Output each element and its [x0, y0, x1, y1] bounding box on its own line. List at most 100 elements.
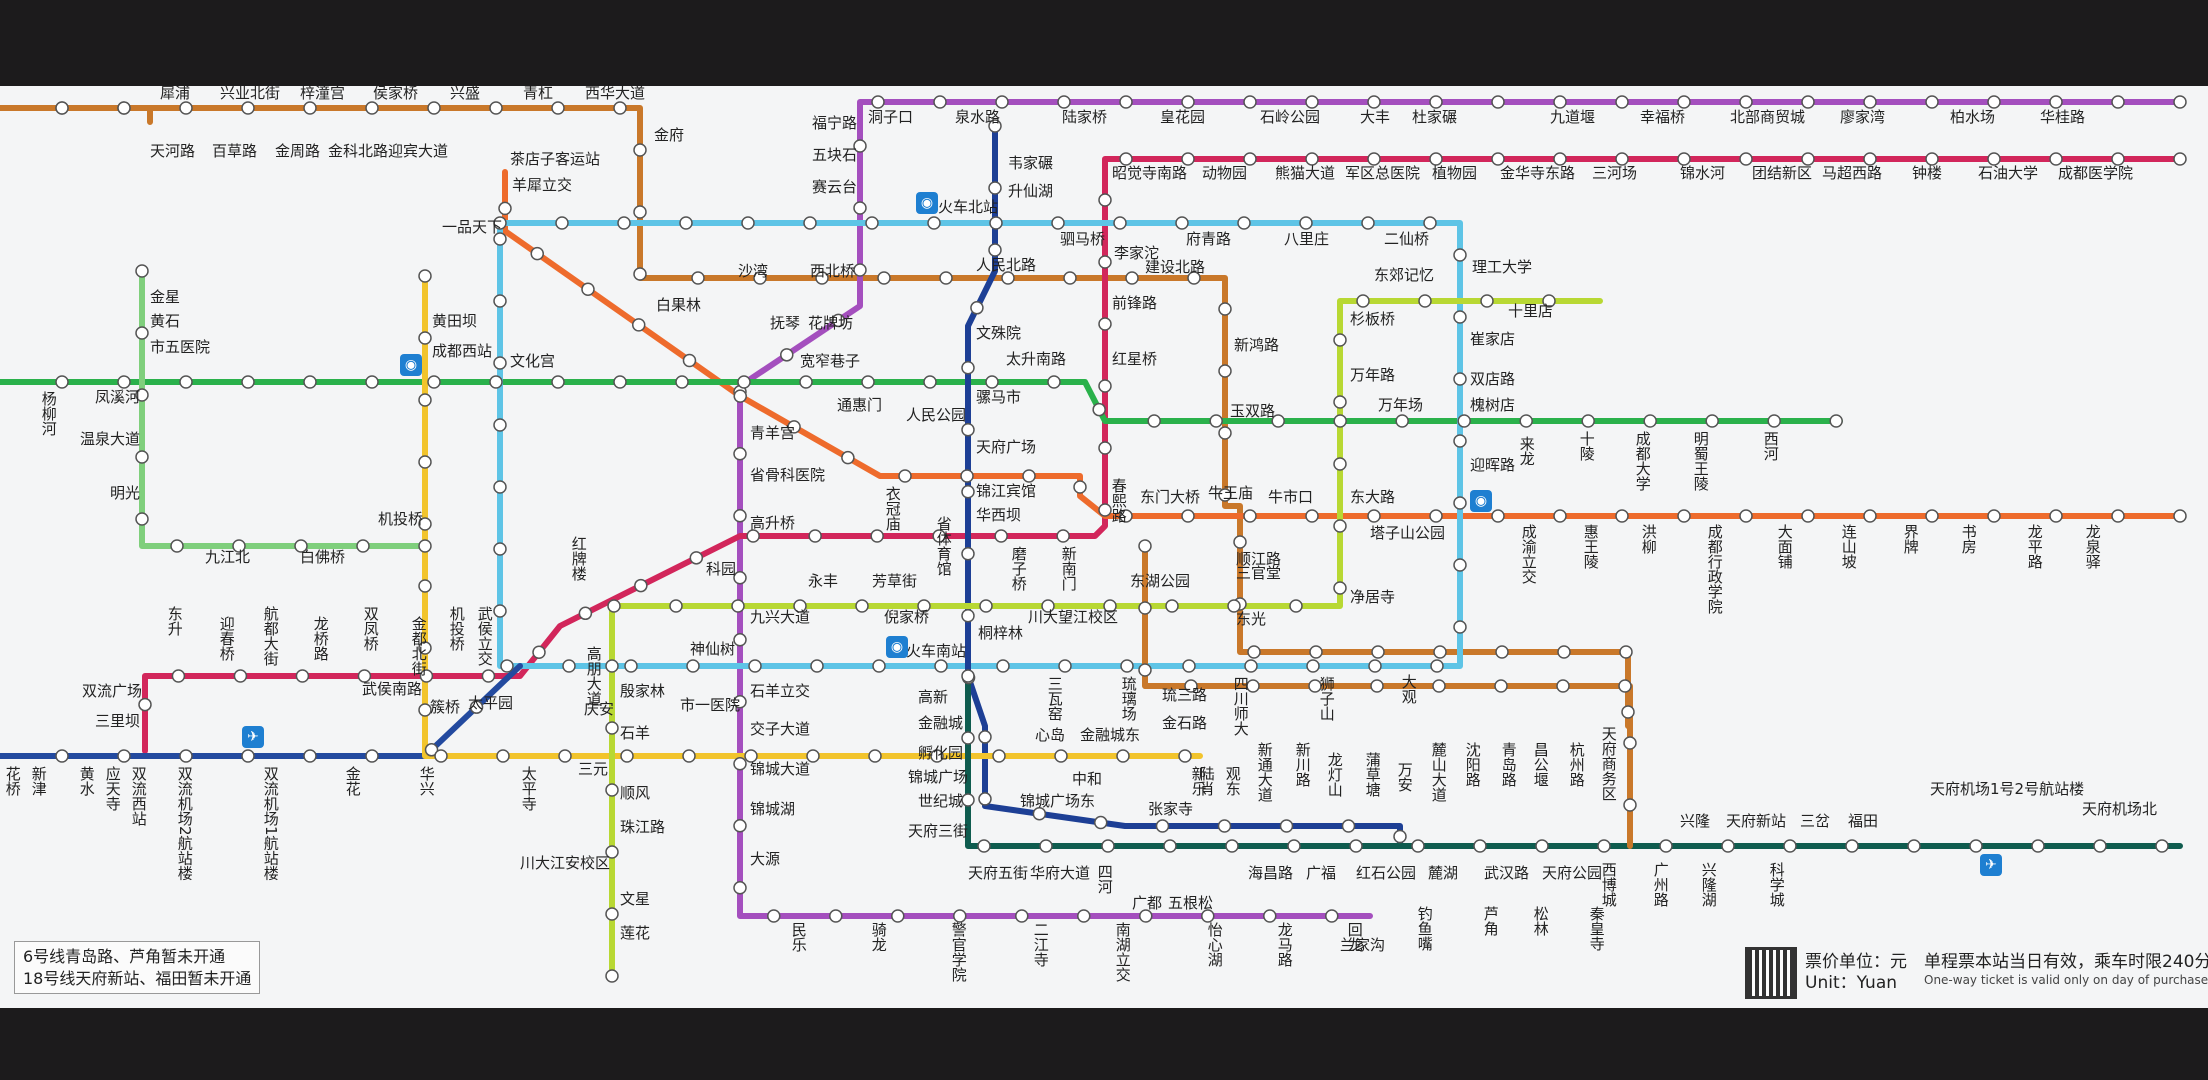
station-node — [1495, 645, 1509, 659]
station-node — [1041, 599, 1055, 613]
station-label: 韦家碾 — [1008, 154, 1054, 172]
station-node — [787, 420, 801, 434]
station-node — [961, 669, 975, 683]
fare-unit: 票价单位：元 Unit：Yuan — [1805, 952, 1907, 995]
station-node — [1801, 509, 1815, 523]
station-node — [138, 697, 152, 712]
station-node — [733, 447, 747, 461]
station-node — [731, 599, 745, 613]
station-label: 金府 — [654, 126, 685, 144]
station-node — [996, 659, 1010, 673]
station-label: 应天寺 — [103, 766, 122, 811]
station-node — [1063, 271, 1077, 285]
station-node — [1305, 509, 1319, 523]
station-label: 幸福桥 — [1640, 108, 1686, 126]
station-node — [1247, 645, 1261, 659]
station-label: 兴盛 — [450, 86, 481, 102]
station-node — [1305, 152, 1319, 166]
station-node — [1453, 310, 1467, 324]
station-node — [1619, 645, 1633, 659]
station-node — [1218, 364, 1232, 378]
station-node — [1453, 248, 1467, 262]
station-node — [1621, 705, 1635, 719]
station-node — [1395, 414, 1409, 428]
station-node — [365, 749, 379, 763]
station-node — [607, 599, 621, 613]
station-node — [303, 101, 317, 115]
station-node — [551, 375, 565, 389]
line4-path — [0, 379, 1843, 424]
station-node — [532, 645, 546, 659]
station-node — [605, 969, 619, 983]
station-label: 东大路 — [1350, 488, 1396, 506]
station-label: 狮子山 — [1317, 676, 1336, 721]
station-node — [898, 469, 912, 483]
station-node — [1101, 839, 1115, 853]
station-node — [939, 271, 953, 285]
station-label: 廖家湾 — [1840, 108, 1886, 126]
station-node — [1325, 909, 1339, 923]
station-node — [303, 375, 317, 389]
station-label: 琉璃场 — [1119, 676, 1138, 721]
station-node — [1429, 509, 1443, 523]
station-label: 西华大道 — [585, 86, 646, 102]
station-node — [853, 139, 867, 153]
station-label: 市一医院 — [680, 696, 741, 714]
station-node — [1393, 829, 1407, 844]
station-node — [1801, 152, 1815, 166]
station-node — [233, 669, 248, 683]
station-node — [232, 539, 246, 553]
station-node — [872, 659, 886, 673]
station-label: 三岔 — [1800, 812, 1831, 830]
station-label: 天府广场 — [976, 438, 1037, 456]
station-label: 来龙 — [1517, 436, 1536, 466]
station-node — [793, 599, 807, 613]
station-label: 锦江宾馆 — [976, 482, 1037, 500]
station-node — [1739, 95, 1753, 109]
station-node — [1553, 152, 1567, 166]
station-node — [55, 749, 69, 763]
station-node — [1433, 645, 1447, 659]
station-node — [1098, 255, 1112, 269]
station-label: 侯家桥 — [373, 86, 419, 102]
station-node — [1306, 659, 1320, 673]
station-node — [961, 422, 975, 437]
station-node — [1553, 509, 1567, 523]
station-label: 昌公堰 — [1531, 742, 1550, 787]
station-node — [1218, 302, 1232, 316]
station-label: 锦城广场 — [908, 768, 969, 786]
station-label: 广州路 — [1651, 862, 1670, 907]
station-label: 福宁路 — [812, 114, 858, 132]
station-label: 机投桥 — [447, 606, 466, 651]
station-label: 武汉路 — [1484, 864, 1530, 882]
station-label: 石羊立交 — [750, 682, 811, 700]
station-label: 张家寺 — [1148, 800, 1194, 818]
station-node — [2173, 152, 2187, 166]
station-label: 明蜀王陵 — [1691, 431, 1710, 491]
station-node — [1863, 509, 1877, 523]
line6-west — [0, 105, 153, 125]
station-node — [1138, 601, 1152, 615]
station-node — [1333, 581, 1347, 595]
station-label: 西北桥 — [810, 262, 856, 280]
station-label: 天府机场1号2号航站楼 — [1930, 780, 2085, 798]
station-label: 二江寺 — [1031, 922, 1050, 967]
station-node — [1218, 488, 1232, 502]
station-node — [978, 730, 992, 744]
station-node — [1801, 95, 1815, 109]
station-label: 高新 — [918, 688, 949, 706]
station-node — [1767, 414, 1781, 428]
line9-path — [422, 273, 1203, 759]
station-node — [1333, 457, 1347, 471]
notice-box: 6号线青岛路、芦角暂未开通 18号线天府新站、福田暂未开通 — [14, 941, 261, 995]
station-node — [493, 294, 507, 308]
station-node — [493, 418, 507, 432]
station-node — [170, 539, 184, 553]
station-label: 迎春桥 — [217, 616, 236, 661]
station-node — [1287, 839, 1301, 853]
station-node — [624, 659, 638, 673]
station-label: 磨子桥 — [1009, 546, 1028, 591]
station-label: 东升 — [165, 606, 184, 636]
station-node — [493, 232, 507, 246]
station-node — [877, 271, 891, 285]
